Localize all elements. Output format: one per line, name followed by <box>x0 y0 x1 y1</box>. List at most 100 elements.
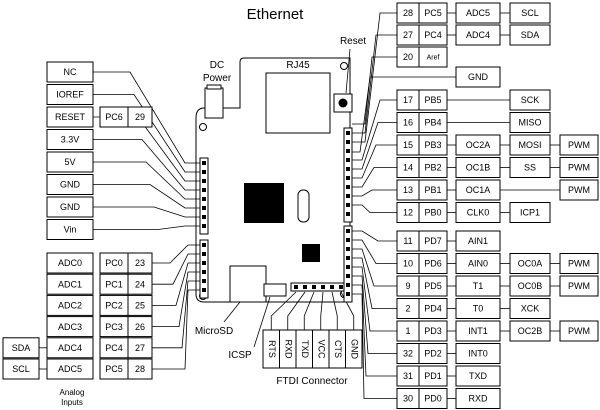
digital-alt-label: ICP1 <box>520 208 540 218</box>
analog-port-label: PC5 <box>105 364 123 374</box>
header-pin <box>346 229 350 233</box>
connector-line <box>93 184 200 209</box>
digital-func-label: TXD <box>469 371 488 381</box>
board-outline <box>195 57 351 303</box>
power-pin-label: GND <box>60 202 81 212</box>
connector-line <box>352 248 397 287</box>
digital-port-label: PB3 <box>424 140 441 150</box>
microsd-label: MicroSD <box>195 326 233 337</box>
crystal <box>297 189 310 223</box>
connector-line <box>93 139 200 191</box>
ethernet-controller-chip <box>302 244 320 262</box>
digital-port-label: PB4 <box>424 118 441 128</box>
dc-power-label: Power <box>203 73 232 84</box>
digital-func-label: CLK0 <box>467 208 490 218</box>
pwm-label: PWM <box>568 326 590 336</box>
header-pin <box>202 188 206 192</box>
header-pin <box>303 285 307 289</box>
digital-func-label: OC2A <box>466 140 491 150</box>
connector-line <box>152 289 200 370</box>
analog-port-label: PC3 <box>105 322 123 332</box>
connector-line <box>352 204 397 213</box>
ftdi-connector-label: FTDI Connector <box>276 376 348 387</box>
connector-line <box>352 239 397 264</box>
analog-pin-box <box>46 252 94 274</box>
header-pin <box>346 283 350 287</box>
connector-line <box>93 94 200 173</box>
mounting-hole <box>340 62 348 70</box>
top-func-label: ADC4 <box>466 30 490 40</box>
digital-pin-number-label: 13 <box>403 185 413 195</box>
header-pin <box>346 158 350 162</box>
header-pin <box>346 256 350 260</box>
header-pin <box>202 288 206 292</box>
rj45-label: RJ45 <box>286 60 310 71</box>
analog-pin-label: ADC5 <box>58 364 82 374</box>
pwm-label: PWM <box>568 185 590 195</box>
digital-port-label: PB5 <box>424 95 441 105</box>
connector-line <box>352 76 456 153</box>
reset-pin-box <box>127 106 153 128</box>
digital-pin-number-label: 2 <box>405 304 410 314</box>
digital-pin-number-label: 32 <box>403 349 413 359</box>
header-pin <box>202 270 206 274</box>
digital-pin-number-label: 17 <box>403 95 413 105</box>
analog-port-label: PC2 <box>105 301 123 311</box>
connector-line <box>270 291 297 330</box>
digital-alt-label: OC2B <box>518 326 543 336</box>
digital-port-label: PD5 <box>424 281 442 291</box>
analog-port-label: PC1 <box>105 279 123 289</box>
connector-line <box>352 189 397 197</box>
connector-line <box>352 122 397 170</box>
analog-inputs-label: Inputs <box>61 398 83 407</box>
power-pin-label: NC <box>64 67 77 77</box>
connector-line <box>152 244 200 264</box>
pin-header <box>343 127 353 223</box>
header-pin <box>202 252 206 256</box>
digital-func-label: RXD <box>468 394 488 404</box>
digital-pin-number-label: 14 <box>403 163 413 173</box>
analog-pin-box <box>46 316 94 338</box>
digital-func-label: OC1A <box>466 185 491 195</box>
header-pin <box>346 185 350 189</box>
header-pin <box>346 274 350 278</box>
power-pin-label: IOREF <box>56 90 84 100</box>
dc-power-jack <box>204 87 224 119</box>
analog-pin-number-label: 24 <box>135 279 145 289</box>
header-pin <box>346 167 350 171</box>
pin-header <box>199 157 209 235</box>
ftdi-pin-label: RTS <box>267 340 277 358</box>
header-pin <box>346 131 350 135</box>
top-func-label: ADC5 <box>466 8 490 18</box>
digital-alt-label: OC0B <box>518 281 543 291</box>
header-pin <box>346 247 350 251</box>
top-pin-number-label: 27 <box>403 30 413 40</box>
connector-line <box>303 291 315 330</box>
ftdi-pin-label: GND <box>349 339 359 360</box>
top-port-label: Aref <box>427 54 440 61</box>
header-pin <box>346 292 350 296</box>
reset-pin-label: 29 <box>135 112 145 122</box>
header-pin <box>339 285 343 289</box>
digital-alt-label: SCK <box>521 95 540 105</box>
ftdi-pin-label: TXD <box>300 340 310 359</box>
connector-line <box>152 262 200 306</box>
header-pin <box>202 206 206 210</box>
connector-line <box>352 230 397 242</box>
digital-pin-number-label: 9 <box>405 281 410 291</box>
header-pin <box>202 170 206 174</box>
digital-func-label: AIN0 <box>468 259 488 269</box>
header-pin <box>312 285 316 289</box>
analog-pin-number-label: 28 <box>135 364 145 374</box>
connector-line <box>352 275 397 354</box>
header-pin <box>202 161 206 165</box>
connector-line <box>320 291 324 330</box>
connector-line <box>331 291 338 330</box>
top-port-box <box>418 46 448 68</box>
top-pin-number-label: 28 <box>403 8 413 18</box>
microcontroller-chip <box>244 183 284 223</box>
digital-func-label: AIN1 <box>468 236 488 246</box>
dc-power-jack-tip <box>206 84 222 90</box>
